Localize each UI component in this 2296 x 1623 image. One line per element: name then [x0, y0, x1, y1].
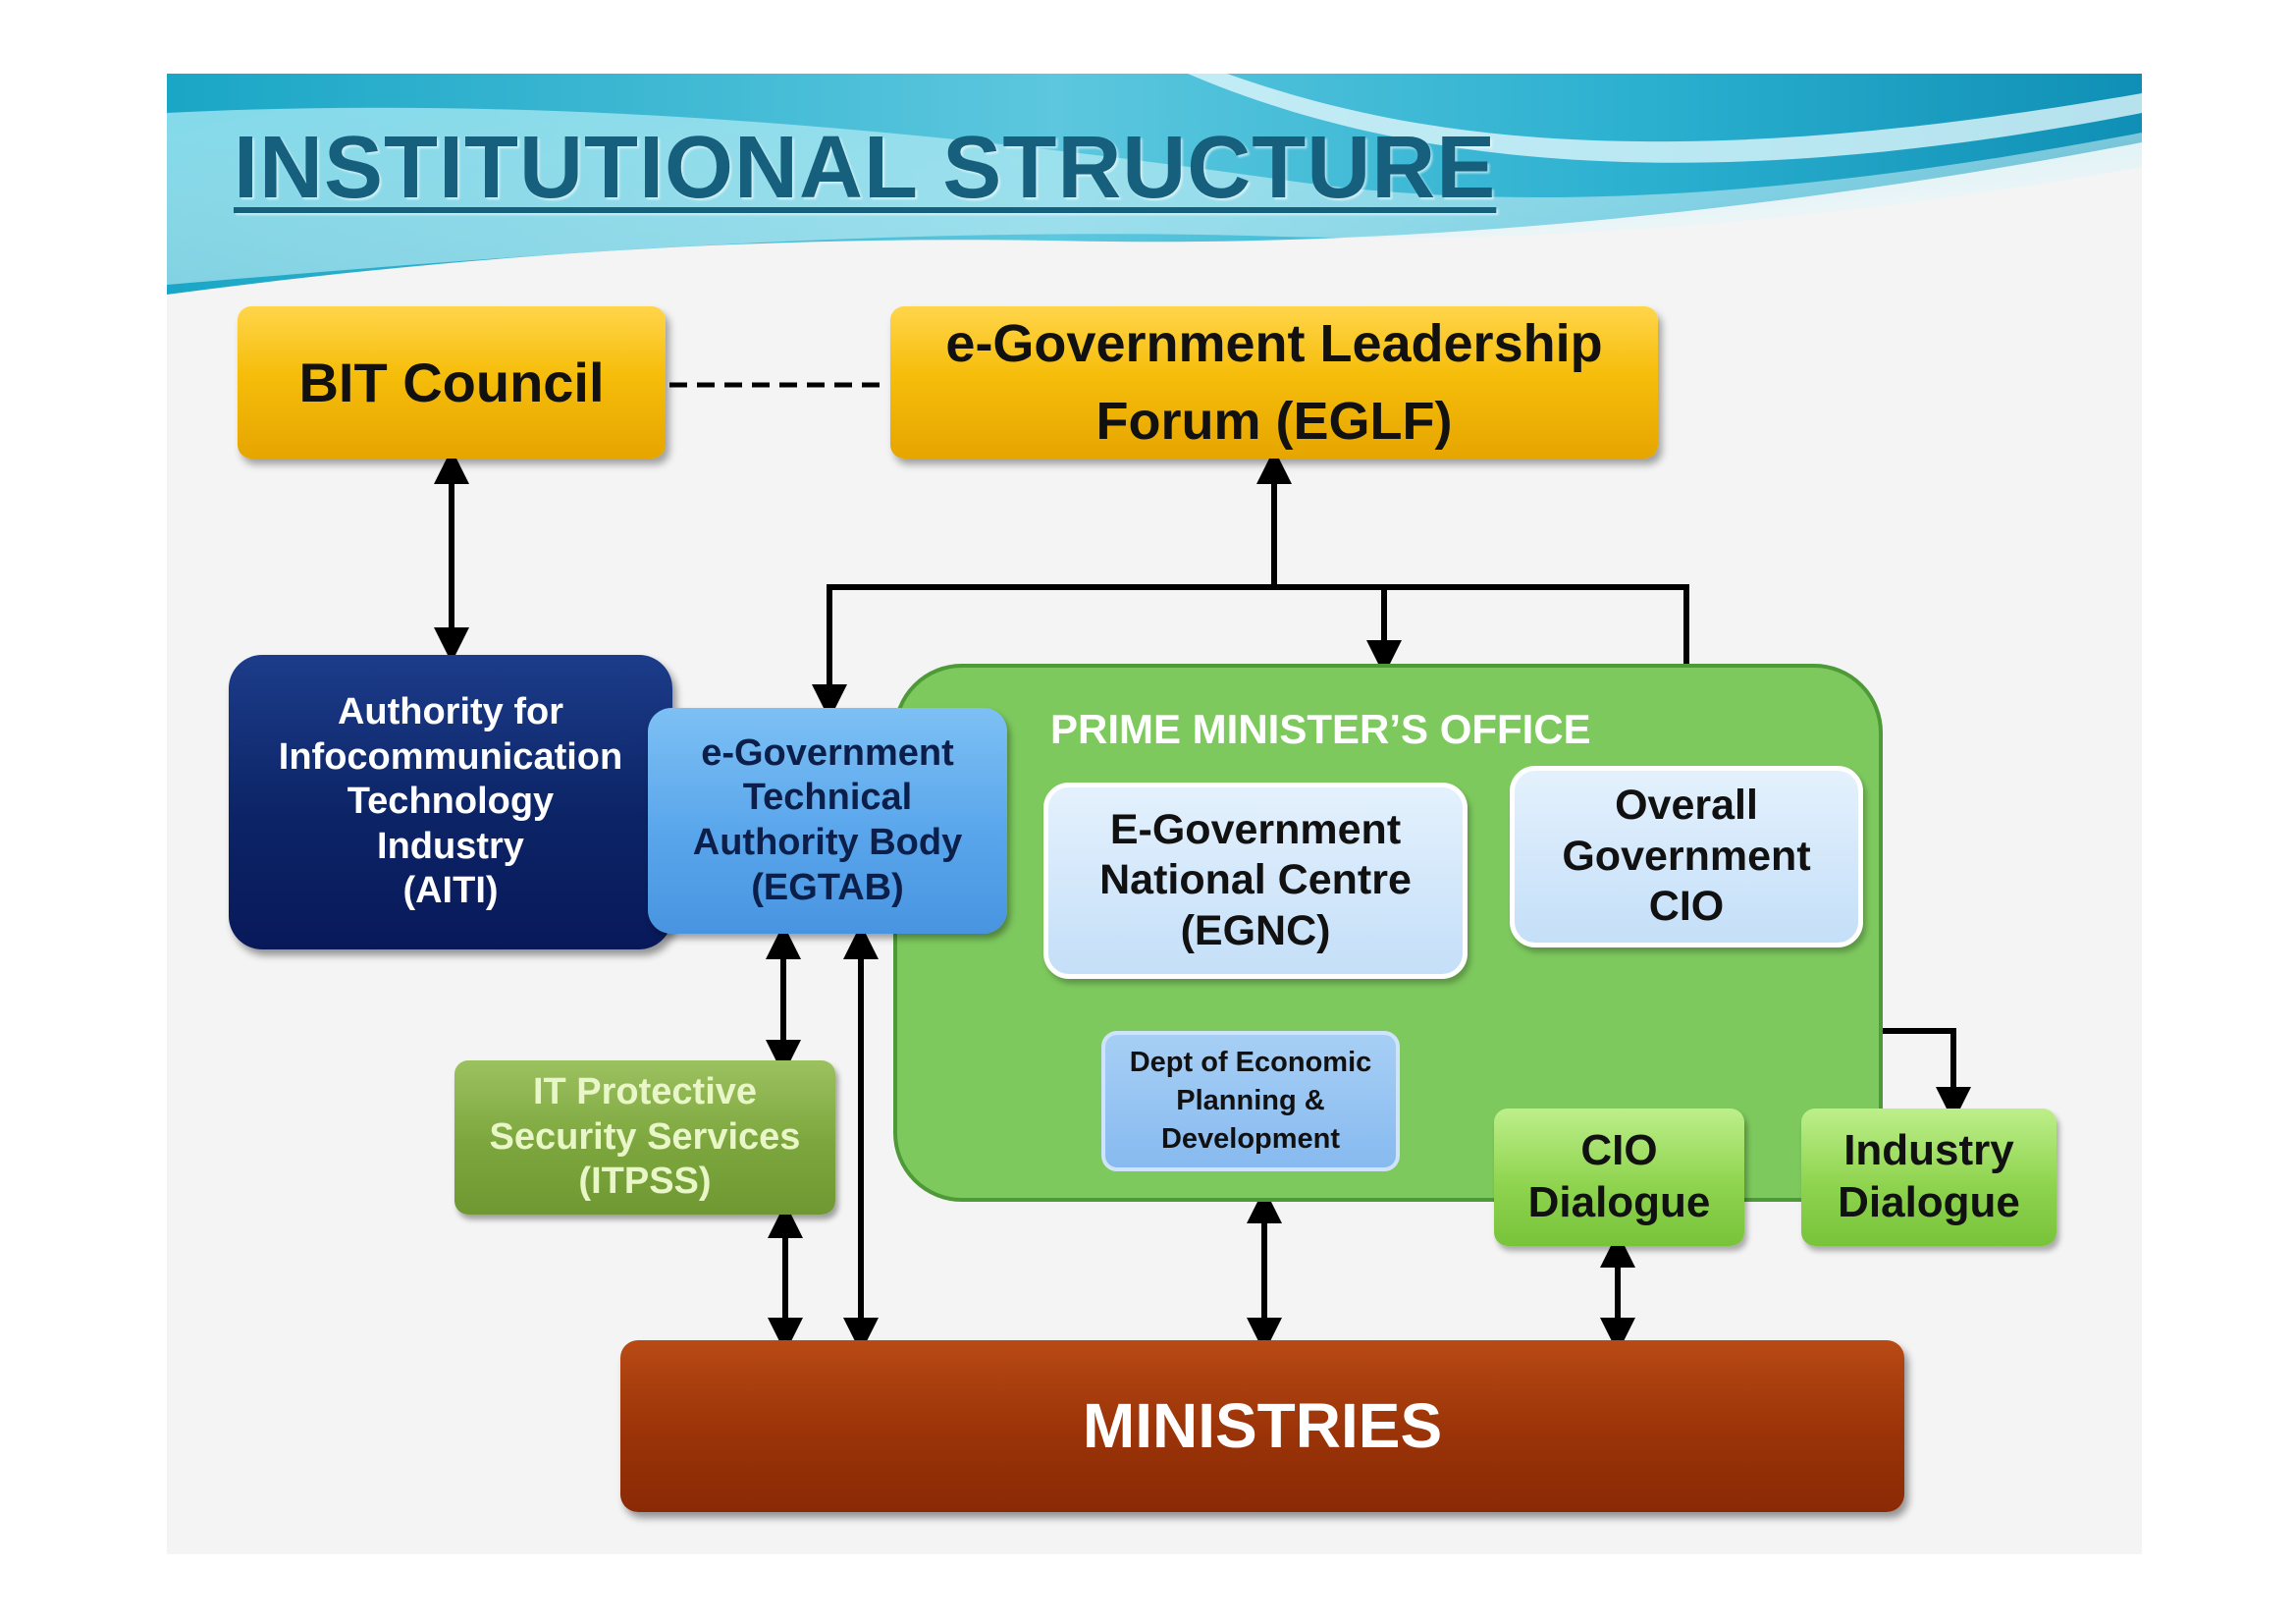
- connector-lines: [434, 382, 1971, 1353]
- egnc-line: E-Government: [1109, 805, 1402, 853]
- industry-dialogue-line: Dialogue: [1838, 1178, 2020, 1226]
- eglf-box: e-Government Leadership Forum (EGLF): [890, 306, 1658, 459]
- eglf-line: Forum (EGLF): [1095, 391, 1453, 451]
- cio-dialogue-text: CIO Dialogue: [1528, 1125, 1711, 1229]
- slide: INSTITUTIONAL STRUCTURE PRIME MINISTER’S…: [167, 74, 2142, 1554]
- banner-highlight: [167, 107, 2142, 286]
- cio-dialogue-line: Dialogue: [1527, 1178, 1711, 1226]
- aiti-line: Industry: [377, 825, 524, 867]
- itpss-text: IT Protective Security Services (ITPSS): [490, 1070, 801, 1205]
- egtab-text: e-Government Technical Authority Body (E…: [693, 731, 962, 910]
- aiti-box: Authority for Infocommunication Technolo…: [229, 655, 672, 949]
- eglf-text: e-Government Leadership Forum (EGLF): [945, 305, 1602, 460]
- ogcio-line: Overall: [1615, 782, 1758, 830]
- industry-dialogue-text: Industry Dialogue: [1838, 1125, 2020, 1229]
- aiti-line: Infocommunication: [278, 735, 623, 778]
- egtab-line: Authority Body: [692, 822, 963, 863]
- ogcio-text: Overall Government CIO: [1562, 781, 1810, 933]
- ogcio-line: CIO: [1648, 883, 1725, 931]
- depd-line: Planning &: [1176, 1084, 1325, 1116]
- page-title: INSTITUTIONAL STRUCTURE: [234, 119, 1497, 217]
- itpss-box: IT Protective Security Services (ITPSS): [454, 1060, 835, 1215]
- pmo-label: PRIME MINISTER’S OFFICE: [1050, 706, 1591, 752]
- industry-dialogue-box: Industry Dialogue: [1801, 1109, 2056, 1246]
- egtab-box: e-Government Technical Authority Body (E…: [648, 708, 1007, 934]
- egtab-line: Technical: [742, 777, 913, 819]
- egtab-line: (EGTAB): [751, 866, 904, 908]
- egnc-box: E-Government National Centre (EGNC): [1043, 783, 1468, 979]
- ministries-box: MINISTRIES: [620, 1340, 1904, 1512]
- egnc-line: National Centre: [1099, 856, 1412, 904]
- bit-council-text: BIT Council: [298, 350, 604, 415]
- depd-line: Development: [1160, 1123, 1341, 1156]
- depd-text: Dept of Economic Planning & Development: [1130, 1044, 1372, 1159]
- ministries-text: MINISTRIES: [1083, 1388, 1442, 1464]
- aiti-text: Authority for Infocommunication Technolo…: [279, 690, 622, 914]
- ogcio-box: Overall Government CIO: [1510, 766, 1863, 947]
- itpss-line: Security Services: [489, 1115, 801, 1158]
- ministries-line: MINISTRIES: [1082, 1390, 1443, 1462]
- banner-streak: [1188, 74, 2142, 163]
- bit-council-line: BIT Council: [298, 351, 605, 413]
- egtab-line: e-Government: [701, 731, 954, 774]
- aiti-line: (AITI): [402, 870, 499, 912]
- eglf-line: e-Government Leadership: [945, 314, 1603, 374]
- title-banner: [167, 74, 2142, 295]
- aiti-line: Technology: [347, 781, 555, 823]
- industry-dialogue-line: Industry: [1843, 1126, 2014, 1175]
- ogcio-line: Government: [1562, 832, 1811, 880]
- cio-dialogue-box: CIO Dialogue: [1494, 1109, 1744, 1246]
- cio-dialogue-line: CIO: [1580, 1126, 1658, 1175]
- itpss-line: IT Protective: [532, 1071, 758, 1113]
- egnc-text: E-Government National Centre (EGNC): [1099, 805, 1412, 957]
- bit-council-box: BIT Council: [238, 306, 666, 459]
- egnc-line: (EGNC): [1180, 906, 1331, 954]
- itpss-line: (ITPSS): [578, 1161, 712, 1203]
- depd-line: Dept of Economic: [1129, 1046, 1372, 1078]
- aiti-line: Authority for: [337, 691, 564, 733]
- depd-box: Dept of Economic Planning & Development: [1101, 1031, 1400, 1171]
